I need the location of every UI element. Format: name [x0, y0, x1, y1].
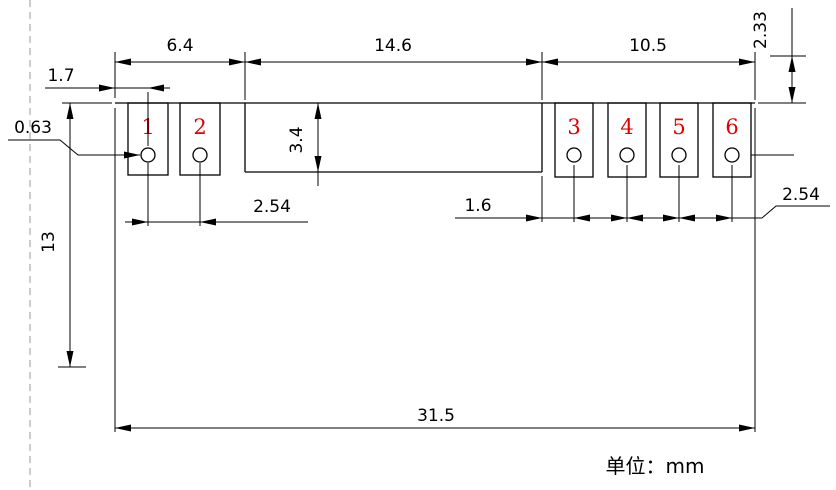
- arrow-down-icon: [788, 87, 796, 103]
- dim-middle-height: 3.4: [287, 126, 307, 153]
- dim-hole-diameter: 0.63: [14, 118, 52, 138]
- dim-total-width: 31.5: [417, 406, 455, 426]
- dimension-labels: 6.4 14.6 10.5 1.7 0.63 3.4 13 2.33 2.54 …: [14, 11, 820, 426]
- arrow-right-icon: [663, 214, 679, 222]
- arrow-right-icon: [611, 214, 627, 222]
- arrow-down-icon: [314, 156, 322, 172]
- dim-top-right-width: 10.5: [629, 36, 667, 56]
- leader-right-pitch: [761, 205, 830, 219]
- dim-edge-to-hole3: 1.6: [464, 196, 491, 216]
- arrow-down-icon: [66, 351, 74, 367]
- pad-6-number: 6: [725, 115, 738, 139]
- arrow-left-icon: [245, 58, 261, 66]
- dimension-lines: [8, 8, 830, 429]
- arrow-right-icon: [739, 424, 755, 432]
- dim-top-left-width: 6.4: [166, 36, 193, 56]
- dim-right-pitch: 2.54: [782, 185, 820, 205]
- arrow-left-icon: [148, 84, 164, 92]
- arrow-right-icon: [716, 214, 732, 222]
- extension-lines: [58, 52, 806, 432]
- arrow-left-icon: [627, 214, 643, 222]
- pad-5-hole: [671, 147, 687, 163]
- dim-body-height: 13: [39, 231, 59, 253]
- part-outline: [115, 102, 755, 173]
- dim-left-pitch: 2.54: [253, 197, 291, 217]
- pad-1-hole: [140, 147, 156, 163]
- dim-top-middle-width: 14.6: [374, 36, 412, 56]
- arrowheads: [66, 56, 796, 432]
- arrow-right-icon: [526, 214, 542, 222]
- pads: 1 2 3 4 5 6: [127, 102, 752, 178]
- arrow-left-icon: [679, 214, 695, 222]
- pad-3-number: 3: [567, 115, 580, 139]
- arrow-left-icon: [542, 58, 558, 66]
- arrow-right-icon: [132, 218, 148, 226]
- dim-top-right-offset: 2.33: [751, 11, 771, 49]
- leader-hole-diameter: [8, 139, 140, 156]
- arrow-left-icon: [115, 424, 131, 432]
- pad-6-hole: [724, 147, 740, 163]
- dim-edge-to-hole1: 1.7: [47, 66, 74, 86]
- arrow-up-icon: [788, 56, 796, 72]
- pad-4-hole: [619, 147, 635, 163]
- arrow-right-icon: [124, 151, 140, 159]
- arrow-right-icon: [229, 58, 245, 66]
- arrow-right-icon: [99, 84, 115, 92]
- arrow-left-icon: [200, 218, 216, 226]
- unit-label: 单位：mm: [606, 454, 705, 478]
- pad-5-number: 5: [672, 115, 685, 139]
- arrow-up-icon: [66, 103, 74, 119]
- pad-2-hole: [192, 147, 208, 163]
- arrow-left-icon: [574, 214, 590, 222]
- pad-3-hole: [566, 147, 582, 163]
- pad-4-number: 4: [620, 115, 633, 139]
- arrow-right-icon: [739, 58, 755, 66]
- arrow-right-icon: [526, 58, 542, 66]
- arrow-left-icon: [115, 58, 131, 66]
- pad-2-number: 2: [193, 115, 206, 139]
- arrow-up-icon: [314, 103, 322, 119]
